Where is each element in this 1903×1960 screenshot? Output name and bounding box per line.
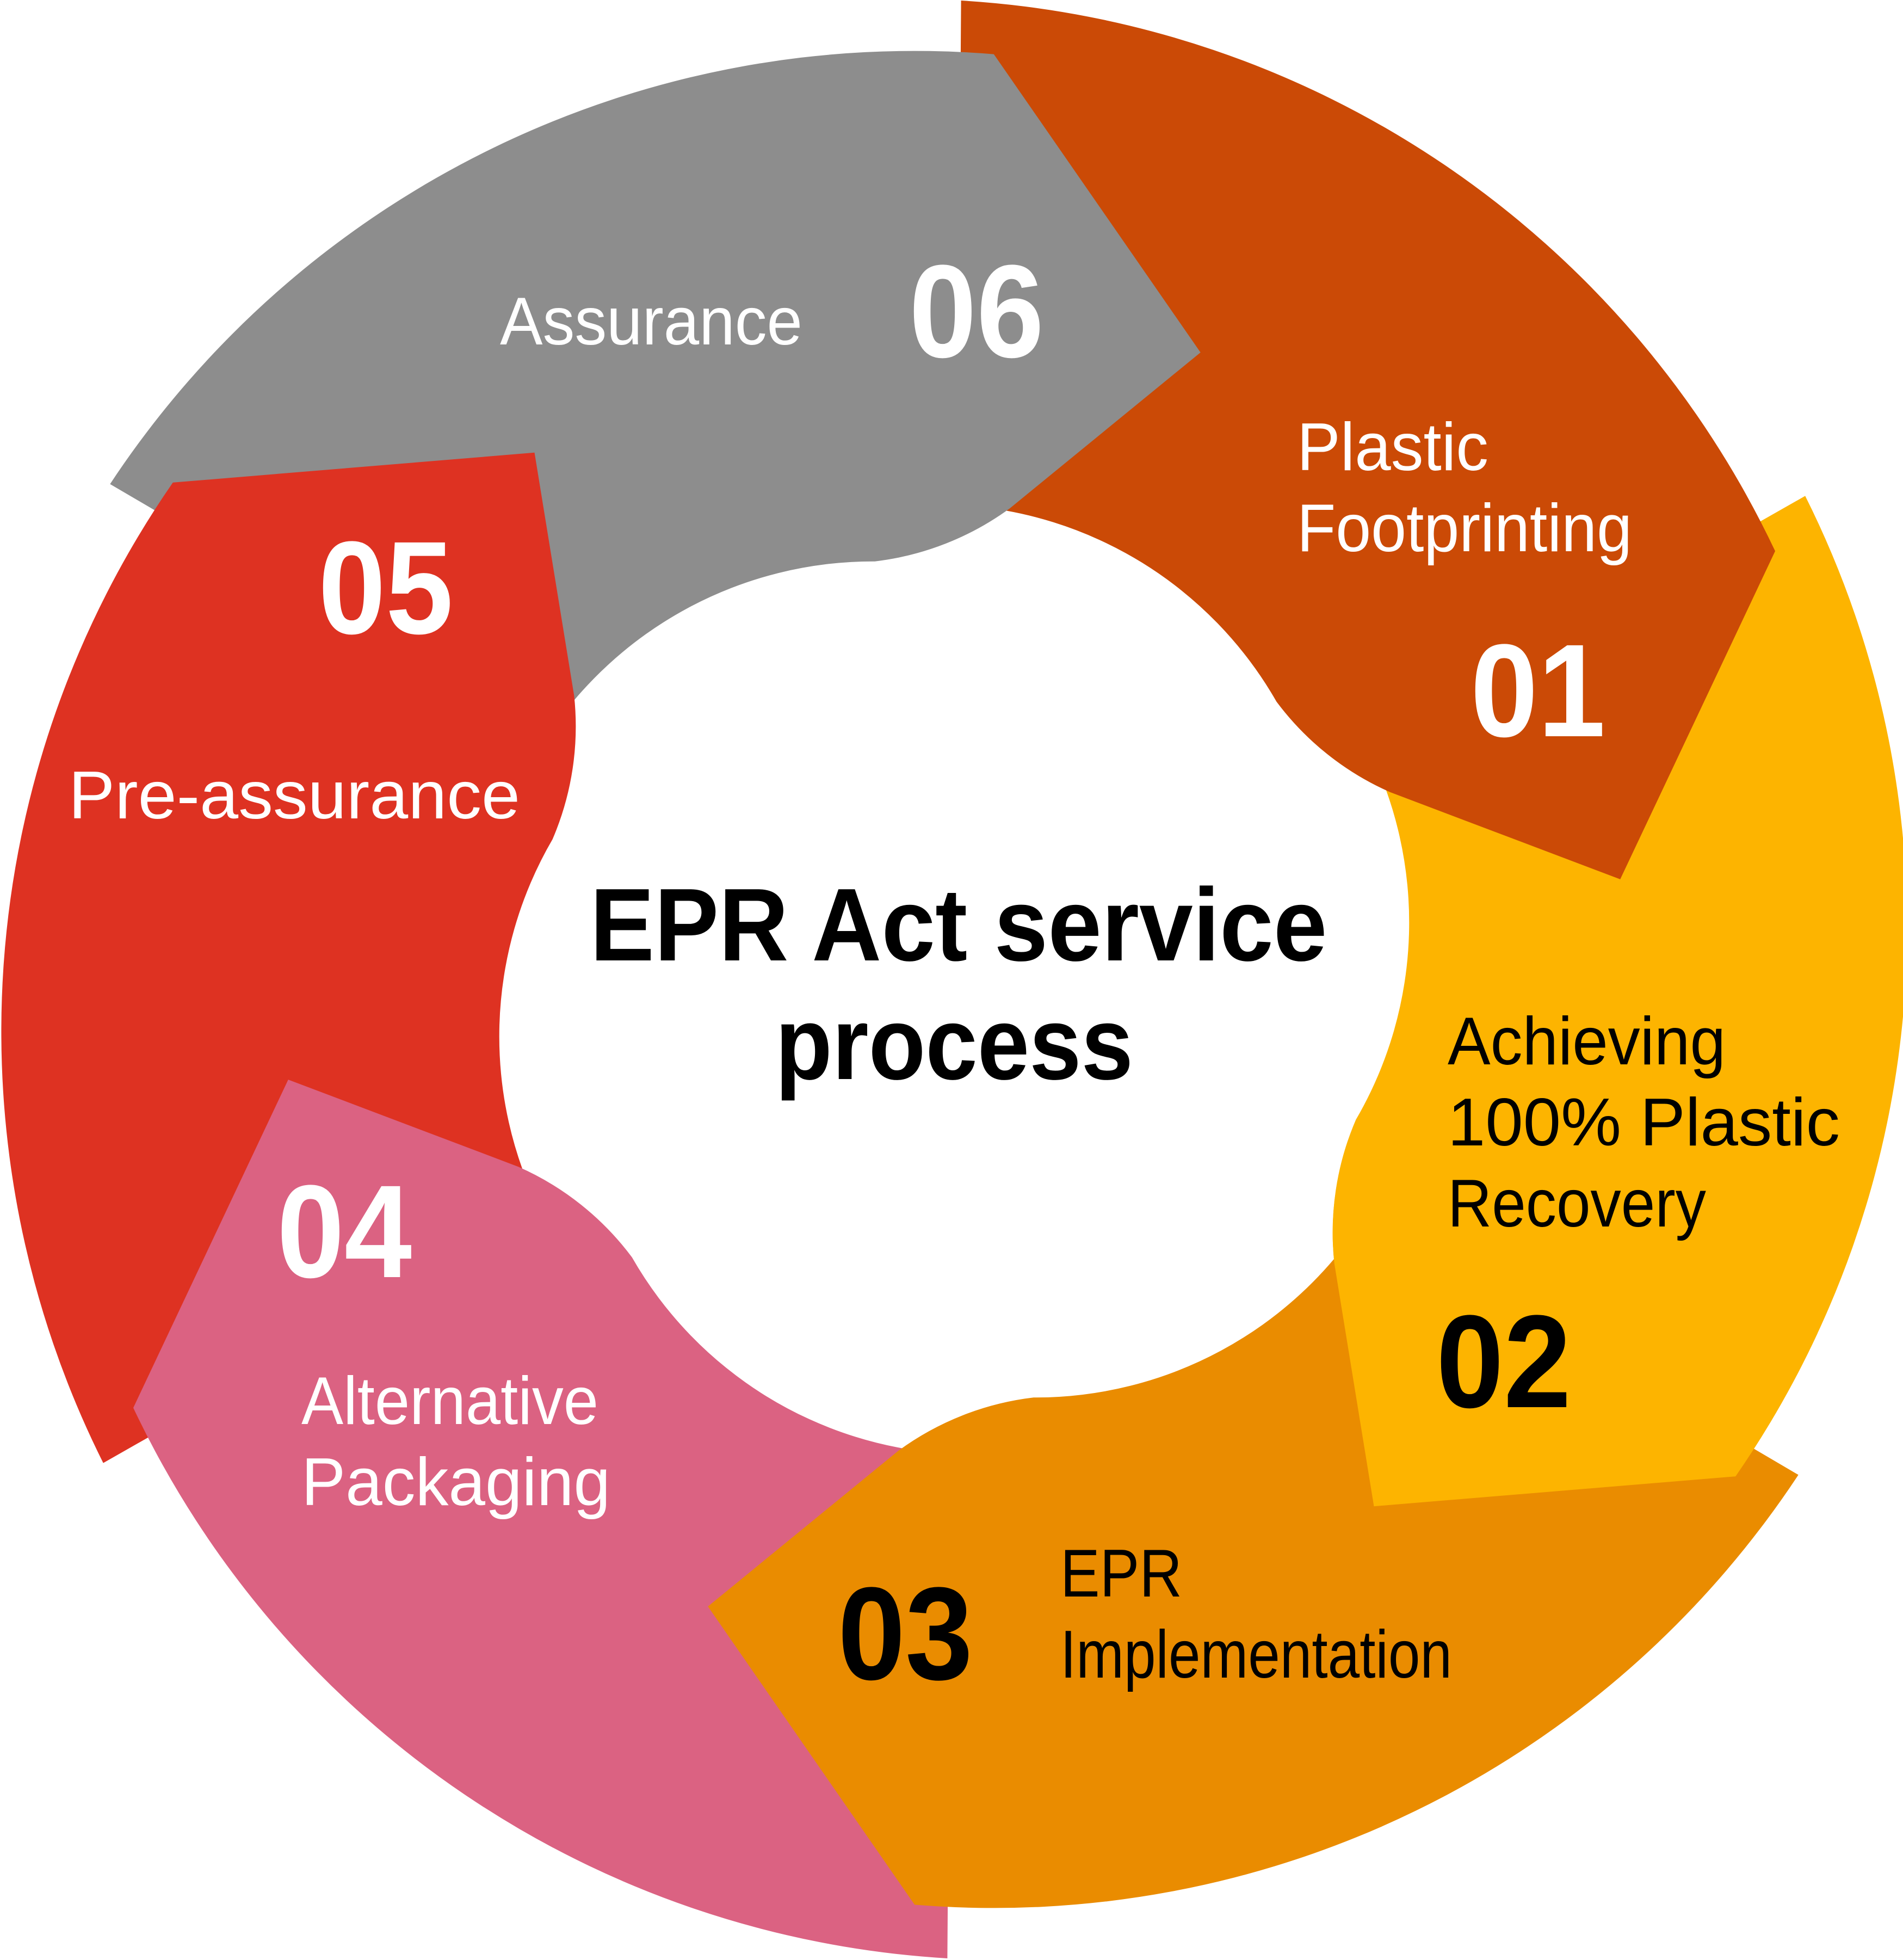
svg-text:01: 01 — [1470, 617, 1605, 765]
svg-text:Achieving: Achieving — [1448, 1004, 1726, 1079]
svg-text:Recovery: Recovery — [1448, 1166, 1706, 1241]
svg-text:process: process — [775, 986, 1133, 1101]
svg-text:Implementation: Implementation — [1060, 1617, 1452, 1692]
svg-text:04: 04 — [277, 1158, 412, 1305]
svg-text:05: 05 — [318, 514, 453, 662]
svg-text:Pre-assurance: Pre-assurance — [69, 758, 520, 833]
svg-text:Packaging: Packaging — [301, 1445, 610, 1520]
svg-text:02: 02 — [1436, 1288, 1571, 1435]
svg-text:06: 06 — [909, 238, 1044, 385]
svg-text:Alternative: Alternative — [301, 1364, 598, 1439]
svg-text:100% Plastic: 100% Plastic — [1448, 1085, 1840, 1160]
svg-text:03: 03 — [838, 1560, 973, 1708]
svg-text:Assurance: Assurance — [500, 284, 802, 359]
svg-text:Plastic: Plastic — [1297, 410, 1488, 485]
svg-text:EPR Act service: EPR Act service — [590, 867, 1327, 983]
svg-text:Footprinting: Footprinting — [1297, 491, 1632, 566]
svg-text:EPR: EPR — [1060, 1536, 1182, 1611]
